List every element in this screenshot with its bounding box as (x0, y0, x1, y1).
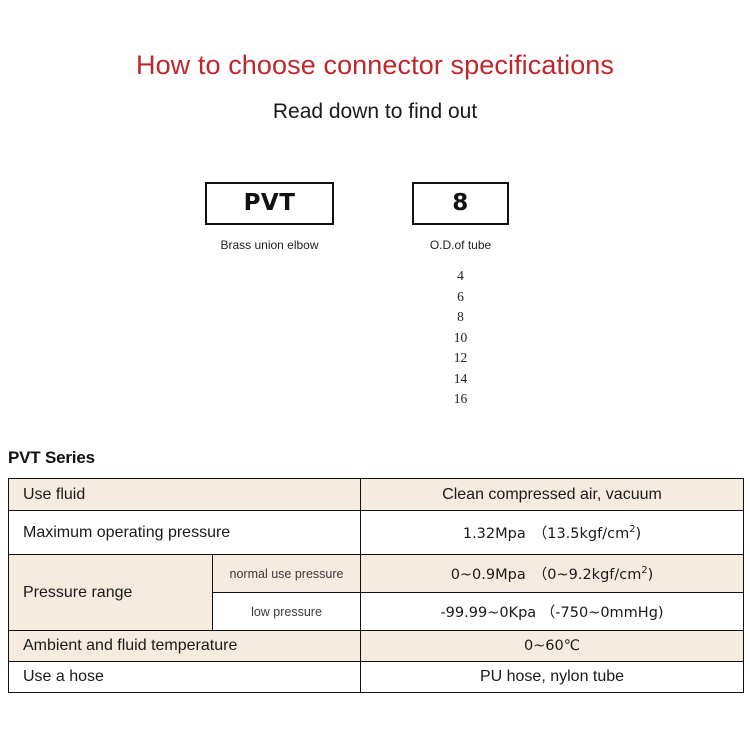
row-label-ambient-fluid-temperature: Ambient and fluid temperature (8, 630, 361, 662)
code-box-series[interactable]: PVT (205, 182, 334, 225)
specification-table: Use fluid Clean compressed air, vacuum M… (8, 478, 744, 693)
row-label-pressure-range: Pressure range (8, 554, 213, 631)
value-superscript: 2 (629, 524, 636, 536)
tube-od-option[interactable]: 6 (457, 288, 464, 304)
code-caption-tube-od: O.D.of tube (429, 238, 492, 252)
table-row: Ambient and fluid temperature 0~60℃ (8, 630, 744, 662)
row-value-max-operating-pressure: 1.32Mpa （13.5kgf/cm2) (360, 510, 744, 555)
value-paren: （13.5kgf/cm (532, 526, 630, 542)
table-row: Use a hose PU hose, nylon tube (8, 661, 744, 693)
tube-od-option[interactable]: 16 (453, 391, 468, 406)
tube-od-option[interactable]: 14 (453, 370, 468, 386)
code-group-series: PVT Brass union elbow (205, 182, 334, 252)
tube-od-option-list: 4 6 8 10 12 14 16 (412, 266, 509, 410)
sub-row-label-normal-use-pressure: normal use pressure (212, 554, 361, 593)
tube-od-option[interactable]: 8 (457, 309, 464, 324)
row-label-use-a-hose: Use a hose (8, 661, 361, 693)
code-value-series: PVT (243, 190, 296, 216)
sub-row-value-low-pressure: -99.99~0Kpa （-750~0mmHg) (360, 592, 744, 631)
series-heading: PVT Series (8, 448, 95, 467)
code-value-tube-od: 8 (452, 190, 469, 216)
row-label-max-operating-pressure: Maximum operating pressure (8, 510, 361, 555)
value-tail: ) (635, 526, 642, 542)
row-value-ambient-fluid-temperature: 0~60℃ (360, 630, 744, 662)
code-box-tube-od[interactable]: 8 (412, 182, 509, 225)
value-superscript: 2 (641, 565, 648, 577)
sub-row-value-normal-use-pressure: 0~0.9Mpa （0~9.2kgf/cm2) (360, 554, 744, 593)
sub-row-label-low-pressure: low pressure (212, 592, 361, 631)
value-main: 0~0.9Mpa (450, 567, 526, 583)
code-selector: PVT Brass union elbow 8 O.D.of tube 4 6 … (0, 182, 750, 422)
value-tail: ) (647, 567, 654, 583)
tube-od-option[interactable]: 12 (453, 350, 468, 365)
code-caption-series: Brass union elbow (220, 238, 319, 252)
table-row: Maximum operating pressure 1.32Mpa （13.5k… (8, 510, 744, 555)
value-main: 1.32Mpa (462, 526, 526, 542)
page-subtitle: Read down to find out (272, 100, 478, 123)
value-paren: （0~9.2kgf/cm (532, 567, 642, 583)
row-label-use-fluid: Use fluid (8, 478, 361, 511)
table-row: Pressure range normal use pressure 0~0.9… (8, 554, 744, 631)
tube-od-option[interactable]: 10 (453, 329, 468, 345)
page-title: How to choose connector specifications (135, 50, 615, 80)
row-value-use-a-hose: PU hose, nylon tube (360, 661, 744, 693)
tube-od-option[interactable]: 4 (457, 268, 464, 283)
table-row: Use fluid Clean compressed air, vacuum (8, 478, 744, 511)
code-group-tube-od: 8 O.D.of tube 4 6 8 10 12 14 16 (412, 182, 509, 410)
row-value-use-fluid: Clean compressed air, vacuum (360, 478, 744, 511)
